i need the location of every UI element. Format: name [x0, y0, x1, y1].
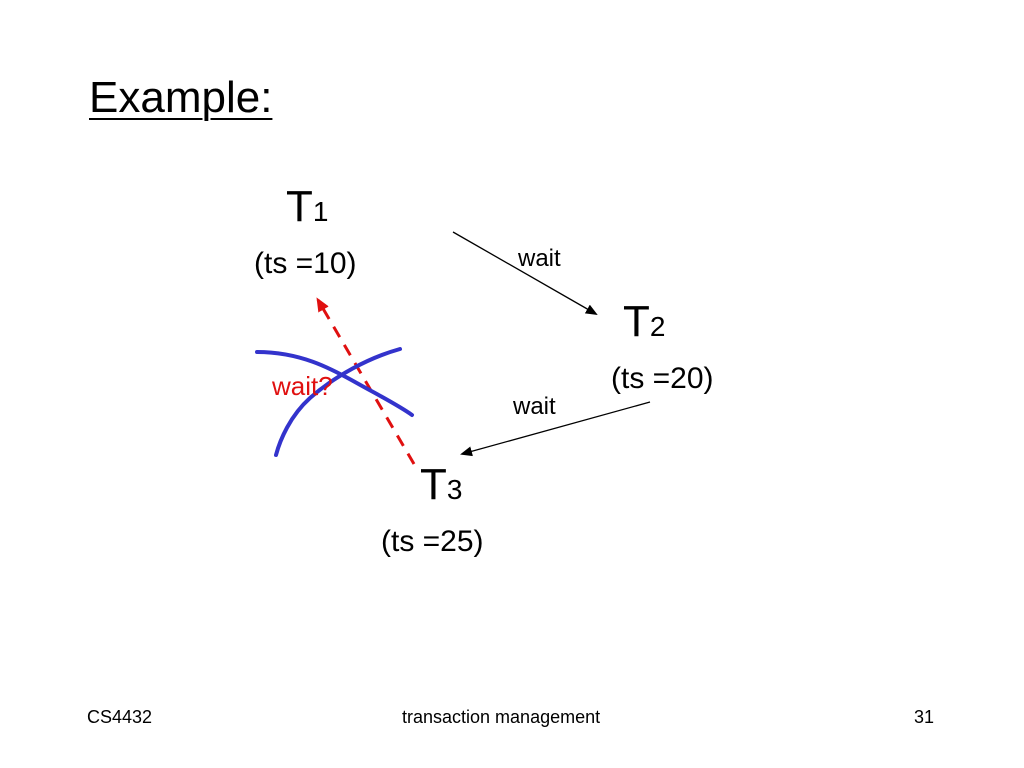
strike-stroke-2	[274, 347, 402, 457]
node-t2-name: T2	[623, 297, 666, 346]
footer-page-number: 31	[914, 707, 935, 727]
edge-t1-to-t2	[452, 231, 598, 315]
footer-course: CS4432	[87, 707, 153, 727]
edge-t2-t3-label: wait	[513, 393, 556, 420]
strike-stroke-1	[255, 350, 414, 417]
edge-t2-to-t3	[460, 401, 651, 457]
footer-topic: transaction management	[402, 707, 601, 727]
slide-title: Example:	[89, 73, 273, 122]
node-t2-timestamp: (ts =20)	[611, 362, 714, 395]
node-t1-name: T1	[286, 182, 329, 231]
edge-t1-t2-label: wait	[518, 245, 561, 272]
edge-t3-t1-label: wait?	[272, 371, 333, 401]
edge-t3-to-t1-rejected	[316, 297, 416, 465]
node-t1-timestamp: (ts =10)	[254, 247, 357, 280]
node-t3-timestamp: (ts =25)	[381, 525, 484, 558]
node-t3-name: T3	[420, 460, 463, 509]
